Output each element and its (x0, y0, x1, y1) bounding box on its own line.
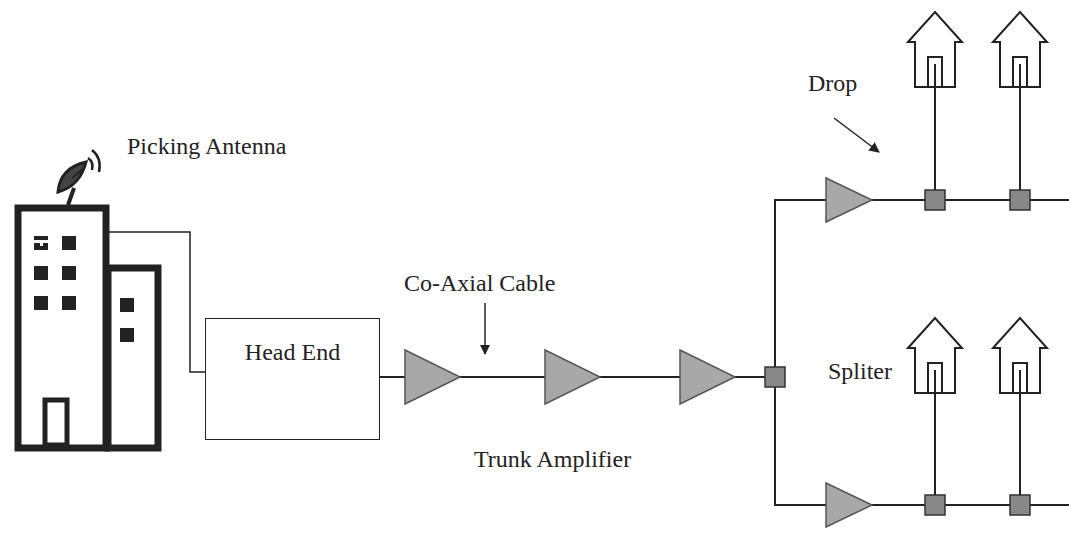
part-label: Trunk Amplifier (472, 446, 633, 472)
part-name: Co-Axial Cable (402, 270, 557, 296)
drop-line (1019, 64, 1021, 190)
part-label: Spliter (826, 358, 894, 384)
head-end-box: Head End (205, 318, 380, 440)
coaxial-cable (380, 200, 1069, 505)
cable-pointer (484, 303, 486, 354)
box-title: Head End (206, 339, 379, 365)
amplifier-triangles (405, 178, 872, 527)
houses (908, 12, 1047, 495)
drop-line (934, 64, 936, 190)
splitter-squares (765, 190, 1030, 515)
dish-antenna (58, 150, 100, 205)
part-name: Drop (806, 70, 859, 96)
feed-wire (108, 232, 205, 372)
drop-line (1019, 370, 1021, 495)
drop-line (934, 370, 936, 495)
part-label: Picking Antenna (125, 133, 288, 159)
part-name: Picking Antenna (125, 133, 288, 159)
building (18, 208, 158, 448)
part-label: Drop (806, 70, 859, 96)
part-name: Trunk Amplifier (472, 446, 633, 472)
part-label: Co-Axial Cable (402, 270, 557, 296)
part-name: Spliter (826, 358, 894, 384)
drop-pointer (834, 118, 879, 152)
